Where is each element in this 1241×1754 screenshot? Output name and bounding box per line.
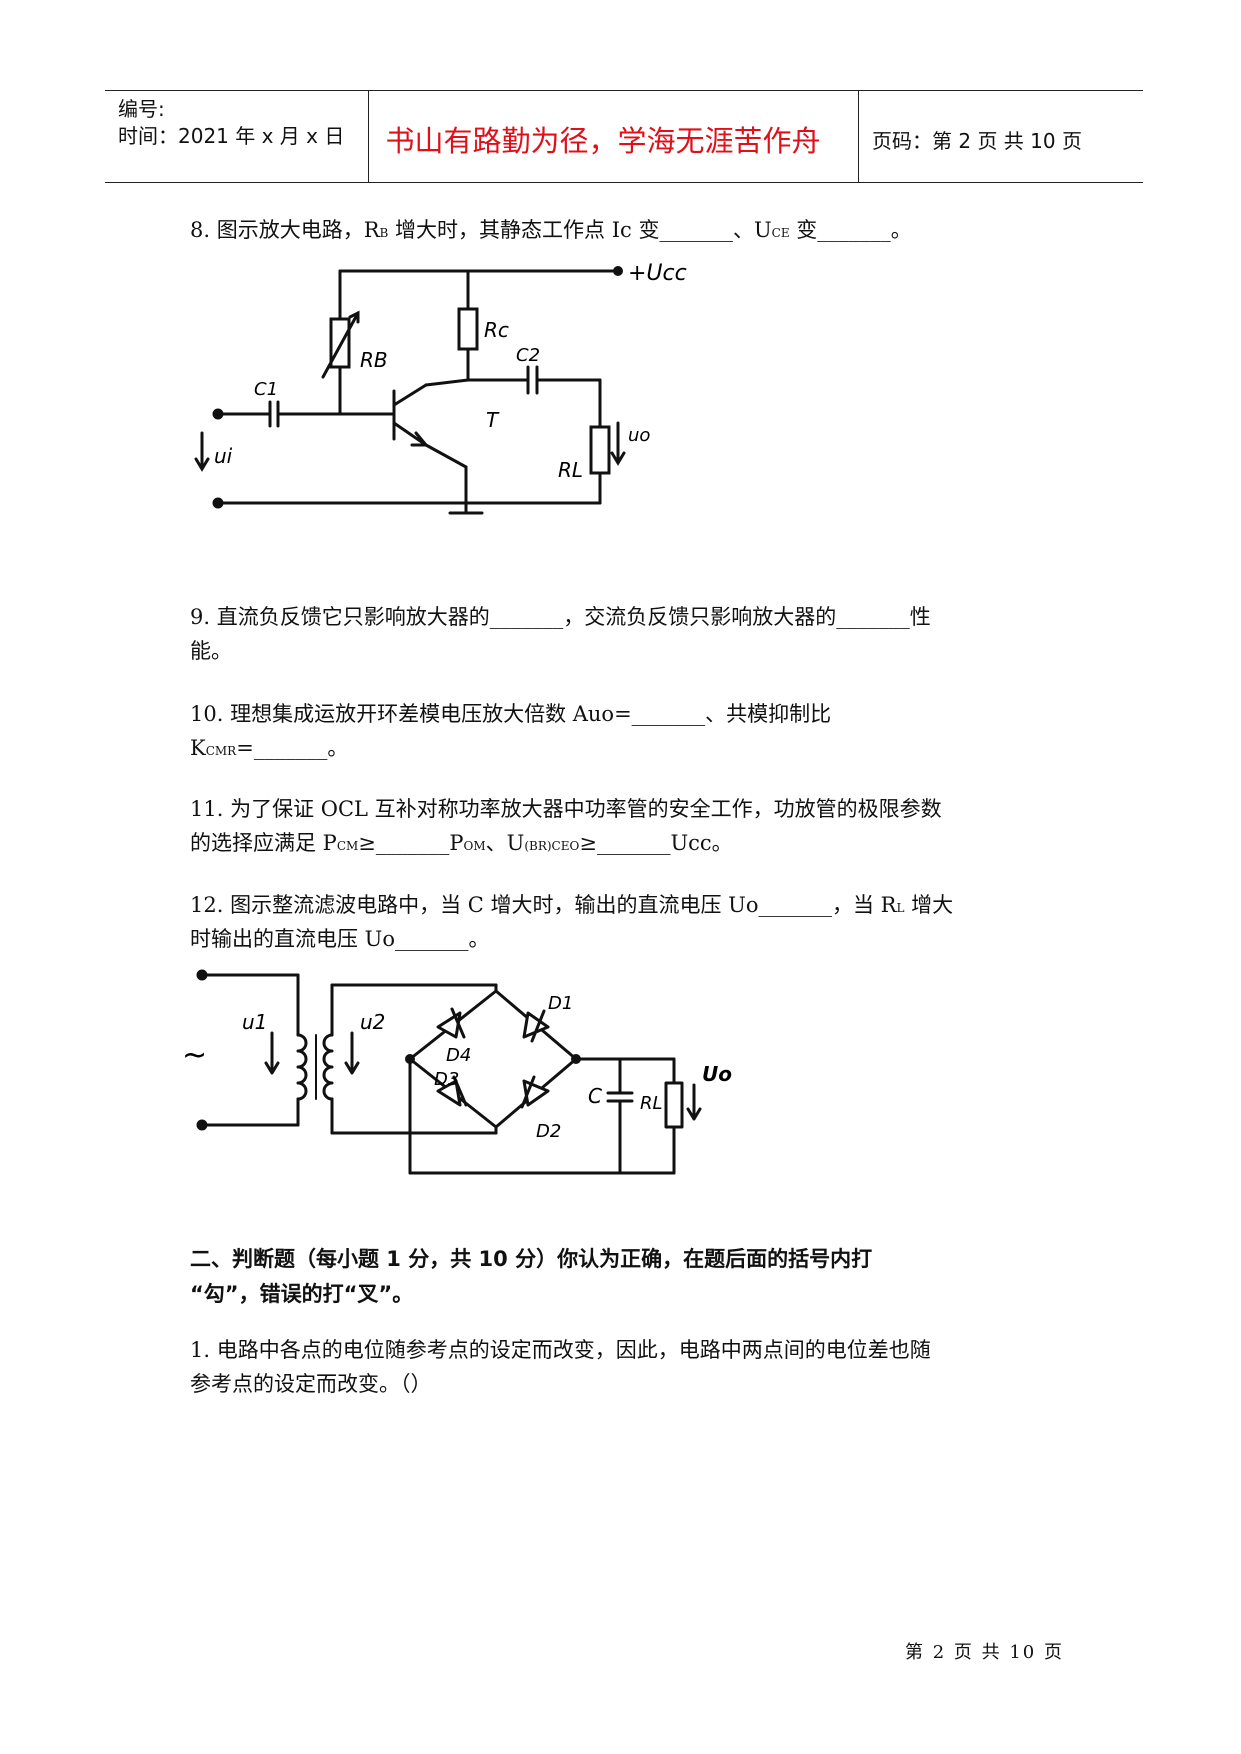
header-bottom-rule (105, 182, 1143, 183)
q8-text-a: 8. 图示放大电路，R (190, 218, 380, 242)
question-10-line-2: KCMR=_______。 (190, 731, 348, 768)
label-rc: Rc (484, 318, 509, 342)
page-footer: 第 2 页 共 10 页 (905, 1642, 1064, 1663)
rc-resistor (457, 307, 479, 351)
header-divider-left (368, 90, 369, 183)
q11-sub-om: OM (463, 839, 486, 853)
label-c: C (588, 1084, 602, 1108)
q8-sub-b: B (379, 226, 389, 240)
header-divider-right (858, 90, 859, 183)
label-ui: ui (214, 444, 233, 468)
q10-k: K (190, 736, 206, 760)
q10-rest: =_______。 (236, 736, 349, 760)
question-9-line-1: 9. 直流负反馈它只影响放大器的_______，交流负反馈只影响放大器的____… (190, 605, 931, 629)
section-2-q1-line-1: 1. 电路中各点的电位随参考点的设定而改变，因此，电路中两点间的电位差也随 (190, 1338, 931, 1362)
q11-text-a: 的选择应满足 P (190, 831, 337, 855)
label-ac-source: ~ (182, 1038, 207, 1073)
header-time-label: 时间：2021 年 x 月 x 日 (118, 124, 345, 148)
q8-text-c: 变_______。 (789, 218, 912, 242)
label-d4: D4 (446, 1045, 471, 1066)
q11-text-c: 、U (485, 831, 525, 855)
label-c2: C2 (516, 345, 540, 366)
header-page-label: 页码：第 2 页 共 10 页 (872, 129, 1082, 153)
secondary-coil (322, 1033, 334, 1101)
diode-d2 (520, 1075, 550, 1109)
q11-sub-brceo: (BR)CEO (524, 839, 580, 853)
q8-text-b: 增大时，其静态工作点 Ic 变_______、U (388, 218, 772, 242)
label-vcc: +Ucc (628, 261, 687, 286)
transistor-emitter (392, 421, 428, 447)
label-d2: D2 (536, 1121, 561, 1142)
transistor-collector (392, 383, 428, 407)
diode-d3 (436, 1075, 468, 1107)
vcc-terminal (613, 266, 623, 276)
q11-text-b: ≥_______P (358, 831, 464, 855)
q12-sub-l: L (896, 901, 905, 915)
label-u1: u1 (242, 1010, 267, 1034)
input-bottom-terminal (212, 497, 224, 509)
label-rb: RB (360, 348, 388, 372)
question-11-line-2: 的选择应满足 PCM≥_______POM、U(BR)CEO≥_______Uc… (190, 826, 733, 863)
q11-sub-cm: CM (336, 839, 359, 853)
question-11-line-1: 11. 为了保证 OCL 互补对称功率放大器中功率管的安全工作，功放管的极限参数 (190, 797, 942, 821)
question-8: 8. 图示放大电路，RB 增大时，其静态工作点 Ic 变_______、UCE … (190, 213, 912, 250)
q8-sub-ce: CE (771, 226, 790, 240)
q12-text-a: 12. 图示整流滤波电路中，当 C 增大时，输出的直流电压 Uo_______，… (190, 893, 897, 917)
question-9-line-2: 能。 (190, 639, 232, 663)
label-transistor: T (486, 408, 500, 432)
q11-text-d: ≥_______Ucc。 (579, 831, 733, 855)
q12-text-b: 增大 (904, 893, 954, 917)
diode-d1 (522, 1009, 550, 1043)
amplifier-circuit-diagram: +Ucc Rc RB C1 C2 T ui RL uo (194, 261, 687, 515)
label-uo: Uo (702, 1062, 732, 1086)
question-12-line-2: 时输出的直流电压 Uo_______。 (190, 927, 490, 951)
label-c1: C1 (254, 379, 278, 400)
label-d1: D1 (548, 993, 573, 1014)
question-12-line-1: 12. 图示整流滤波电路中，当 C 增大时，输出的直流电压 Uo_______，… (190, 888, 953, 925)
rl-resistor (589, 425, 611, 475)
label-u2: u2 (360, 1010, 385, 1034)
section-2-title-line-2: “勾”，错误的打“叉”。 (190, 1282, 414, 1306)
label-uo: uo (628, 425, 650, 446)
primary-coil (296, 1033, 308, 1101)
q10-sub-cmr: CMR (205, 744, 237, 758)
header-motto: 书山有路勤为径，学海无涯苦作舟 (385, 124, 821, 158)
question-10-line-1: 10. 理想集成运放开环差模电压放大倍数 Auo=_______、共模抑制比 (190, 702, 832, 726)
diode-d4 (436, 1007, 466, 1039)
section-2-title-line-1: 二、判断题（每小题 1 分，共 10 分）你认为正确，在题后面的括号内打 (190, 1247, 873, 1271)
load-resistor (664, 1081, 684, 1129)
header-serial-label: 编号: (118, 97, 165, 121)
label-rl: RL (640, 1093, 663, 1114)
label-rl: RL (558, 458, 583, 482)
header-top-rule (105, 90, 1143, 91)
rb-variable-arrow (321, 311, 360, 379)
label-d3: D3 (434, 1069, 459, 1090)
section-2-q1-line-2: 参考点的设定而改变。（） (190, 1372, 432, 1396)
rectifier-circuit-diagram: u1 u2 ~ D4 D1 D3 D2 C RL Uo (182, 969, 732, 1175)
